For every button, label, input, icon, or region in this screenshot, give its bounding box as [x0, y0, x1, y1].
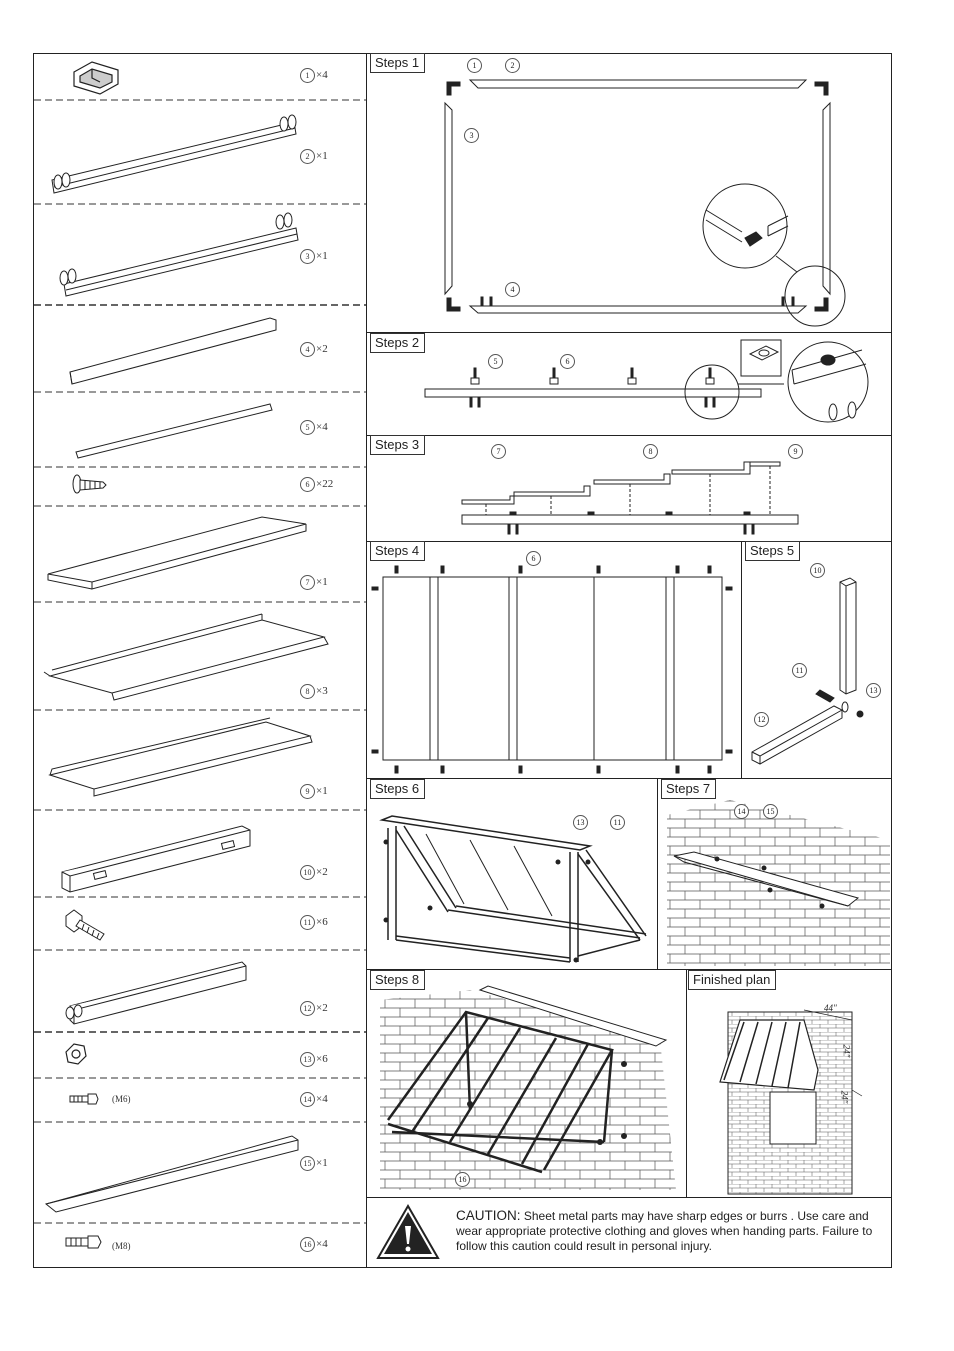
part-1-qty: 1×4 — [300, 68, 328, 83]
part-3-qty: 3×1 — [300, 249, 328, 264]
part-10-qty: 10×2 — [300, 865, 328, 880]
outer-frame — [33, 53, 892, 1268]
callout: 2 — [505, 58, 520, 73]
bolt-icon — [65, 909, 105, 941]
part-14-size: (M6) — [112, 1094, 131, 1104]
dimension-width: 44" — [824, 1003, 837, 1013]
callout: 9 — [788, 444, 803, 459]
middle-panel-icon — [43, 613, 329, 701]
step4-roof-diagram — [371, 565, 733, 774]
support-post-icon — [61, 825, 251, 893]
step-1-label: Steps 1 — [370, 53, 426, 73]
callout: 1 — [467, 58, 482, 73]
bottom-rail-icon — [59, 212, 299, 297]
nut-icon — [65, 1043, 87, 1065]
parts-dividers — [34, 99, 366, 1224]
callout: 10 — [810, 563, 825, 578]
part-16-qty: 16×4 — [300, 1237, 328, 1252]
part-9-qty: 9×1 — [300, 784, 328, 799]
step-4-label: Steps 4 — [370, 541, 426, 561]
callout: 3 — [464, 128, 479, 143]
step-2-label: Steps 2 — [370, 333, 426, 353]
callout: 11 — [610, 815, 625, 830]
step2-rail-diagram — [424, 339, 869, 423]
step-6-label: Steps 6 — [370, 779, 426, 799]
part-7-qty: 7×1 — [300, 575, 328, 590]
callout: 13 — [573, 815, 588, 830]
dimension-projection: 24" — [839, 1090, 850, 1104]
step-7-label: Steps 7 — [661, 779, 717, 799]
dimension-height: 24" — [841, 1044, 852, 1058]
callout: 8 — [643, 444, 658, 459]
part-12-qty: 12×2 — [300, 1001, 328, 1016]
step1-frame-diagram — [444, 79, 846, 327]
callout: 13 — [866, 683, 881, 698]
top-rail-icon — [51, 114, 297, 194]
step5-post-diagram — [751, 577, 864, 765]
part-16-size: (M8) — [112, 1241, 131, 1251]
part-8-qty: 8×3 — [300, 684, 328, 699]
callout: 7 — [491, 444, 506, 459]
part-11-qty: 11×6 — [300, 915, 328, 930]
step-dividers — [367, 332, 891, 1198]
end-panel-icon — [47, 516, 307, 590]
callout: 11 — [792, 663, 807, 678]
step6-frame-diagram — [379, 815, 647, 963]
callout: 16 — [455, 1172, 470, 1187]
callout: 4 — [505, 282, 520, 297]
side-rail-icon — [69, 317, 277, 385]
wall-anchor-icon — [69, 1093, 99, 1105]
caution-note: CAUTION: Sheet metal parts may have shar… — [456, 1208, 876, 1254]
screw-icon — [72, 474, 107, 494]
connector-strip-icon — [75, 403, 273, 459]
caution-icon — [376, 1203, 440, 1259]
step-8-label: Steps 8 — [370, 970, 426, 990]
part-15-qty: 15×1 — [300, 1156, 328, 1171]
step8-wall-diagram — [380, 985, 676, 1190]
wall-anchor-icon — [65, 1235, 102, 1249]
finished-plan-label: Finished plan — [688, 970, 777, 990]
step-3-label: Steps 3 — [370, 435, 426, 455]
part-2-qty: 2×1 — [300, 149, 328, 164]
wall-flashing-icon — [44, 1135, 299, 1213]
finished-plan-diagram — [719, 1009, 863, 1195]
callout: 6 — [560, 354, 575, 369]
corner-connector-icon — [73, 61, 119, 95]
brace-arm-icon — [65, 961, 247, 1025]
step3-panel-diagram — [461, 461, 799, 535]
caution-text: Sheet metal parts may have sharp edges o… — [456, 1209, 873, 1253]
part-6-qty: 6×22 — [300, 477, 333, 492]
step7-wall-diagram — [667, 800, 890, 966]
part-13-qty: 13×6 — [300, 1052, 328, 1067]
part-14-qty: 14×4 — [300, 1092, 328, 1107]
part-5-qty: 5×4 — [300, 420, 328, 435]
callout: 5 — [488, 354, 503, 369]
caution-heading: CAUTION: — [456, 1208, 521, 1223]
step-5-label: Steps 5 — [745, 541, 801, 561]
callout: 6 — [526, 551, 541, 566]
callout: 12 — [754, 712, 769, 727]
callout: 14 — [734, 804, 749, 819]
callout: 15 — [763, 804, 778, 819]
end-panel-icon — [48, 717, 313, 797]
part-4-qty: 4×2 — [300, 342, 328, 357]
